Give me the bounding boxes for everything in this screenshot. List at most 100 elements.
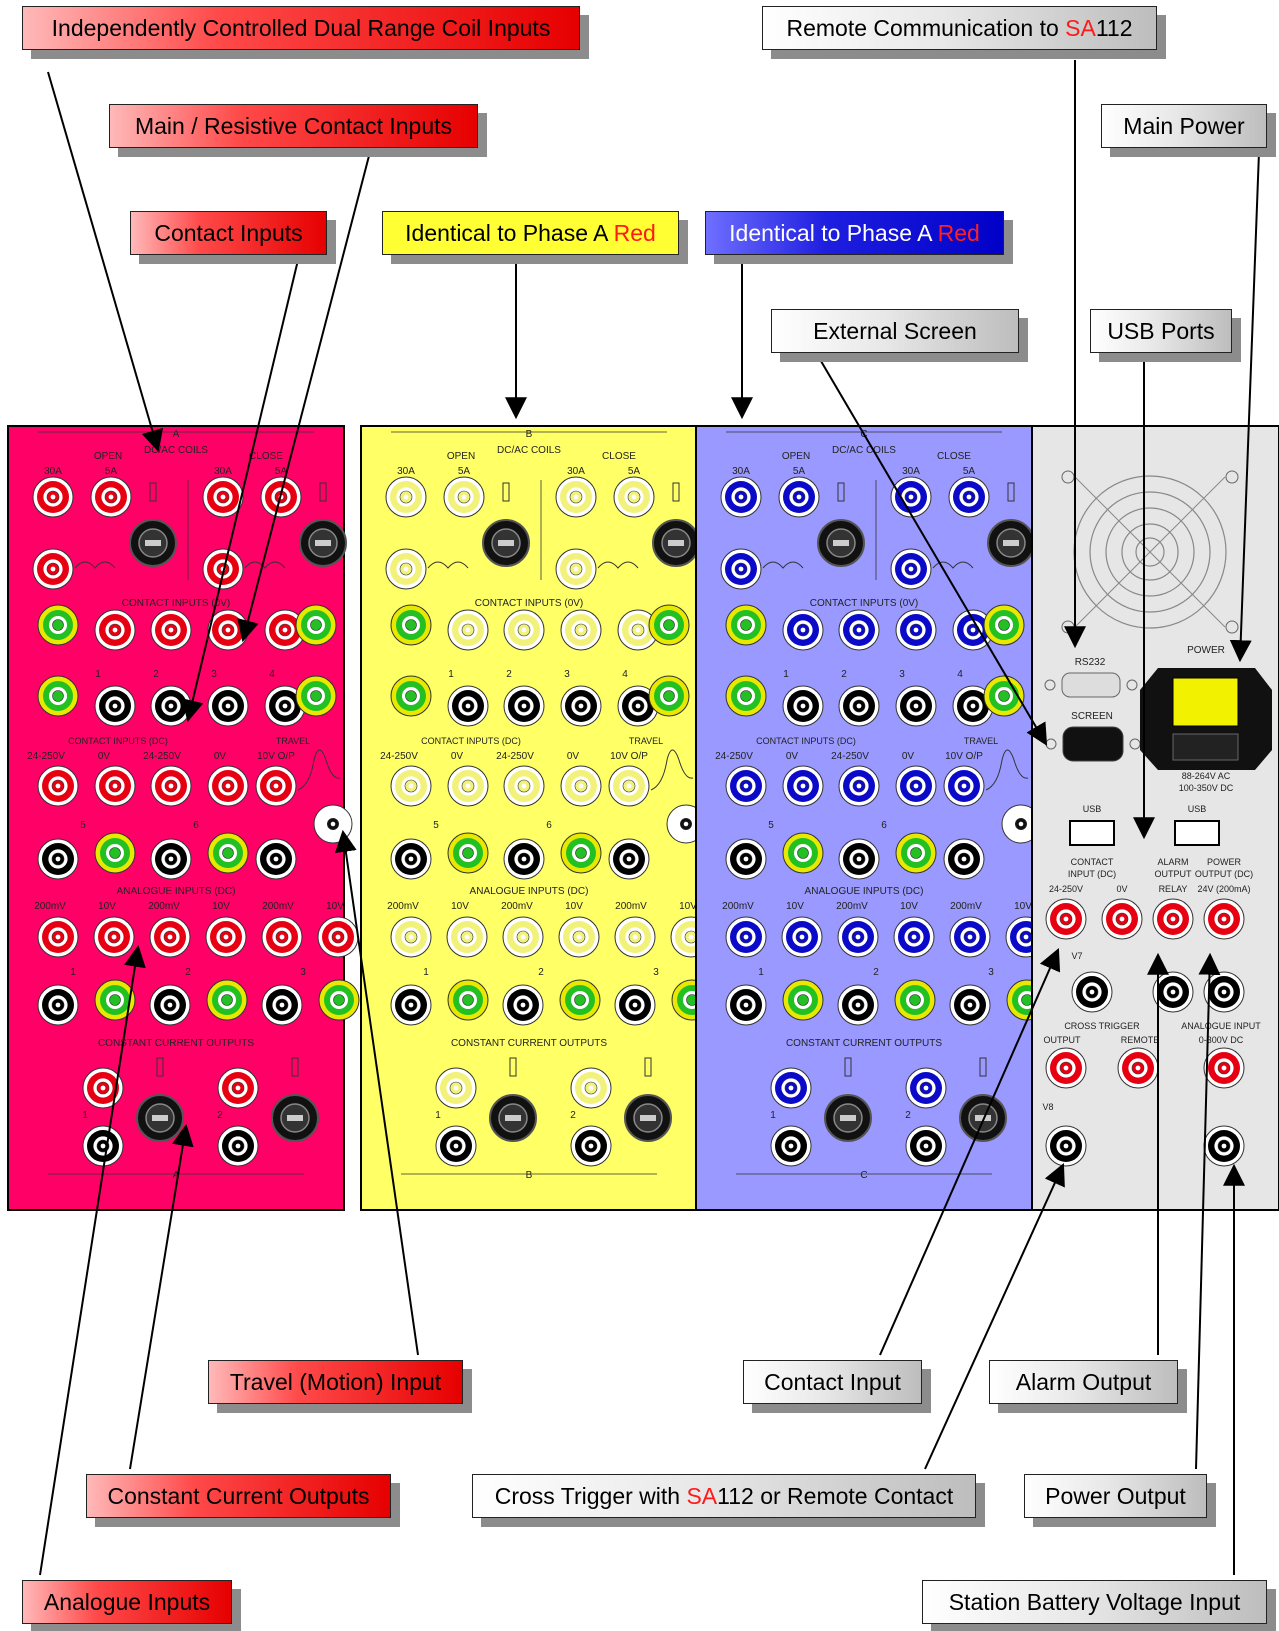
callout-remote-comm-suffix: 112 — [1096, 15, 1133, 42]
alarm-label: OUTPUT — [1155, 869, 1193, 879]
dc-range-label: 24-250V — [831, 751, 869, 762]
jack-core — [406, 620, 417, 631]
contact-jack — [151, 610, 191, 650]
control-jack — [1204, 899, 1244, 939]
fuse-slot — [287, 1115, 303, 1121]
contact-jack — [448, 610, 488, 650]
jack-core — [576, 848, 587, 859]
jack-pin — [801, 784, 806, 789]
control-jack — [1153, 899, 1193, 939]
phase-letter-bottom: B — [526, 1170, 533, 1181]
analogue-range-label: 200mV — [501, 901, 533, 912]
jack-pin — [274, 784, 279, 789]
dc-jack — [448, 766, 488, 806]
dc-jack — [504, 766, 544, 806]
contact-number: 1 — [448, 669, 454, 680]
callout-main-resistive: Main / Resistive Contact Inputs — [109, 104, 478, 148]
jack-core — [1022, 995, 1033, 1006]
callout-cross-trigger-highlight: SA — [686, 1483, 717, 1510]
dc-range-label: 24-250V — [380, 751, 418, 762]
ground-jack — [38, 676, 78, 716]
black-jack — [839, 686, 879, 726]
range-5a: 5A — [793, 466, 806, 477]
jack-pin — [1064, 1066, 1069, 1071]
analogue-range-label: 10V — [679, 901, 697, 912]
jack-pin — [336, 935, 341, 940]
jack-pin — [169, 857, 174, 862]
dc-number: 5 — [433, 820, 439, 831]
jack-pin — [280, 935, 285, 940]
contact-number: 4 — [957, 669, 963, 680]
jack-pin — [909, 495, 914, 500]
travel-label: TRAVEL — [964, 736, 998, 746]
ground-jack — [95, 833, 135, 873]
analogue-range-label: 200mV — [387, 901, 419, 912]
dc-jack — [839, 766, 879, 806]
jack-core — [53, 620, 64, 631]
jack-pin — [574, 495, 579, 500]
analogue-range-label: 200mV — [262, 901, 294, 912]
ground-jack — [391, 605, 431, 645]
jack-core — [910, 995, 921, 1006]
jack-pin — [967, 495, 972, 500]
black-jack — [838, 985, 878, 1025]
phase-panel-b: BDC/AC COILSOPENCLOSE30A5A30A5ACONTACT I… — [361, 426, 712, 1210]
callout-contact-input: Contact Input — [743, 1360, 922, 1404]
coils-label: DC/AC COILS — [832, 445, 896, 456]
analogue-range-label: 200mV — [722, 901, 754, 912]
power-label: POWER — [1187, 645, 1225, 656]
fuse-slot — [1003, 540, 1019, 546]
callout-phase-b-highlight: Red — [614, 220, 656, 247]
black-jack — [783, 686, 823, 726]
coil-jack-30a — [33, 477, 73, 517]
callout-analogue-inputs: Analogue Inputs — [22, 1580, 232, 1624]
jack-pin — [684, 822, 689, 827]
callout-remote-comm: Remote Communication to SA112 — [762, 6, 1157, 50]
analogue-jack — [838, 917, 878, 957]
range-30a: 30A — [567, 466, 585, 477]
jack-core — [664, 620, 675, 631]
analogue-number: 1 — [423, 967, 429, 978]
power-rating: 88-264V AC — [1182, 771, 1231, 781]
cc-number: 1 — [435, 1110, 441, 1121]
black-jack — [503, 985, 543, 1025]
jack-pin — [409, 784, 414, 789]
jack-pin — [1222, 1144, 1227, 1149]
callout-cross-trigger: Cross Trigger with SA112 or Remote Conta… — [472, 1474, 976, 1518]
jack-core — [334, 995, 345, 1006]
jack-pin — [221, 495, 226, 500]
fuse-slot — [833, 540, 849, 546]
jack-pin — [169, 784, 174, 789]
jack-pin — [744, 1003, 749, 1008]
dc-jack — [208, 766, 248, 806]
jack-pin — [924, 1086, 929, 1091]
black-jack — [256, 839, 296, 879]
dc-jack — [38, 766, 78, 806]
jack-pin — [801, 704, 806, 709]
dc-number: 6 — [546, 820, 552, 831]
black-jack — [1204, 1126, 1244, 1166]
coil-jack-5a — [91, 477, 131, 517]
analogue-jack — [262, 917, 302, 957]
jack-pin — [1120, 917, 1125, 922]
range-5a: 5A — [963, 466, 976, 477]
close-label: CLOSE — [602, 451, 636, 462]
fuse-slot — [152, 1115, 168, 1121]
jack-pin — [968, 1003, 973, 1008]
dc-range-label: 0V — [567, 751, 580, 762]
contact-number: 2 — [153, 669, 159, 680]
jack-pin — [454, 1144, 459, 1149]
cc-number: 1 — [82, 1110, 88, 1121]
contact-jack — [208, 610, 248, 650]
jack-pin — [636, 628, 641, 633]
analogue-range-label: 200mV — [950, 901, 982, 912]
jack-pin — [633, 935, 638, 940]
analogue-range-label: 200mV — [836, 901, 868, 912]
analogue-number: 2 — [873, 967, 879, 978]
analogue-jack — [318, 917, 358, 957]
close-label: CLOSE — [249, 451, 283, 462]
jack-core — [741, 620, 752, 631]
contact-jack — [95, 610, 135, 650]
contact-jack — [896, 610, 936, 650]
usb-port — [1070, 821, 1114, 845]
